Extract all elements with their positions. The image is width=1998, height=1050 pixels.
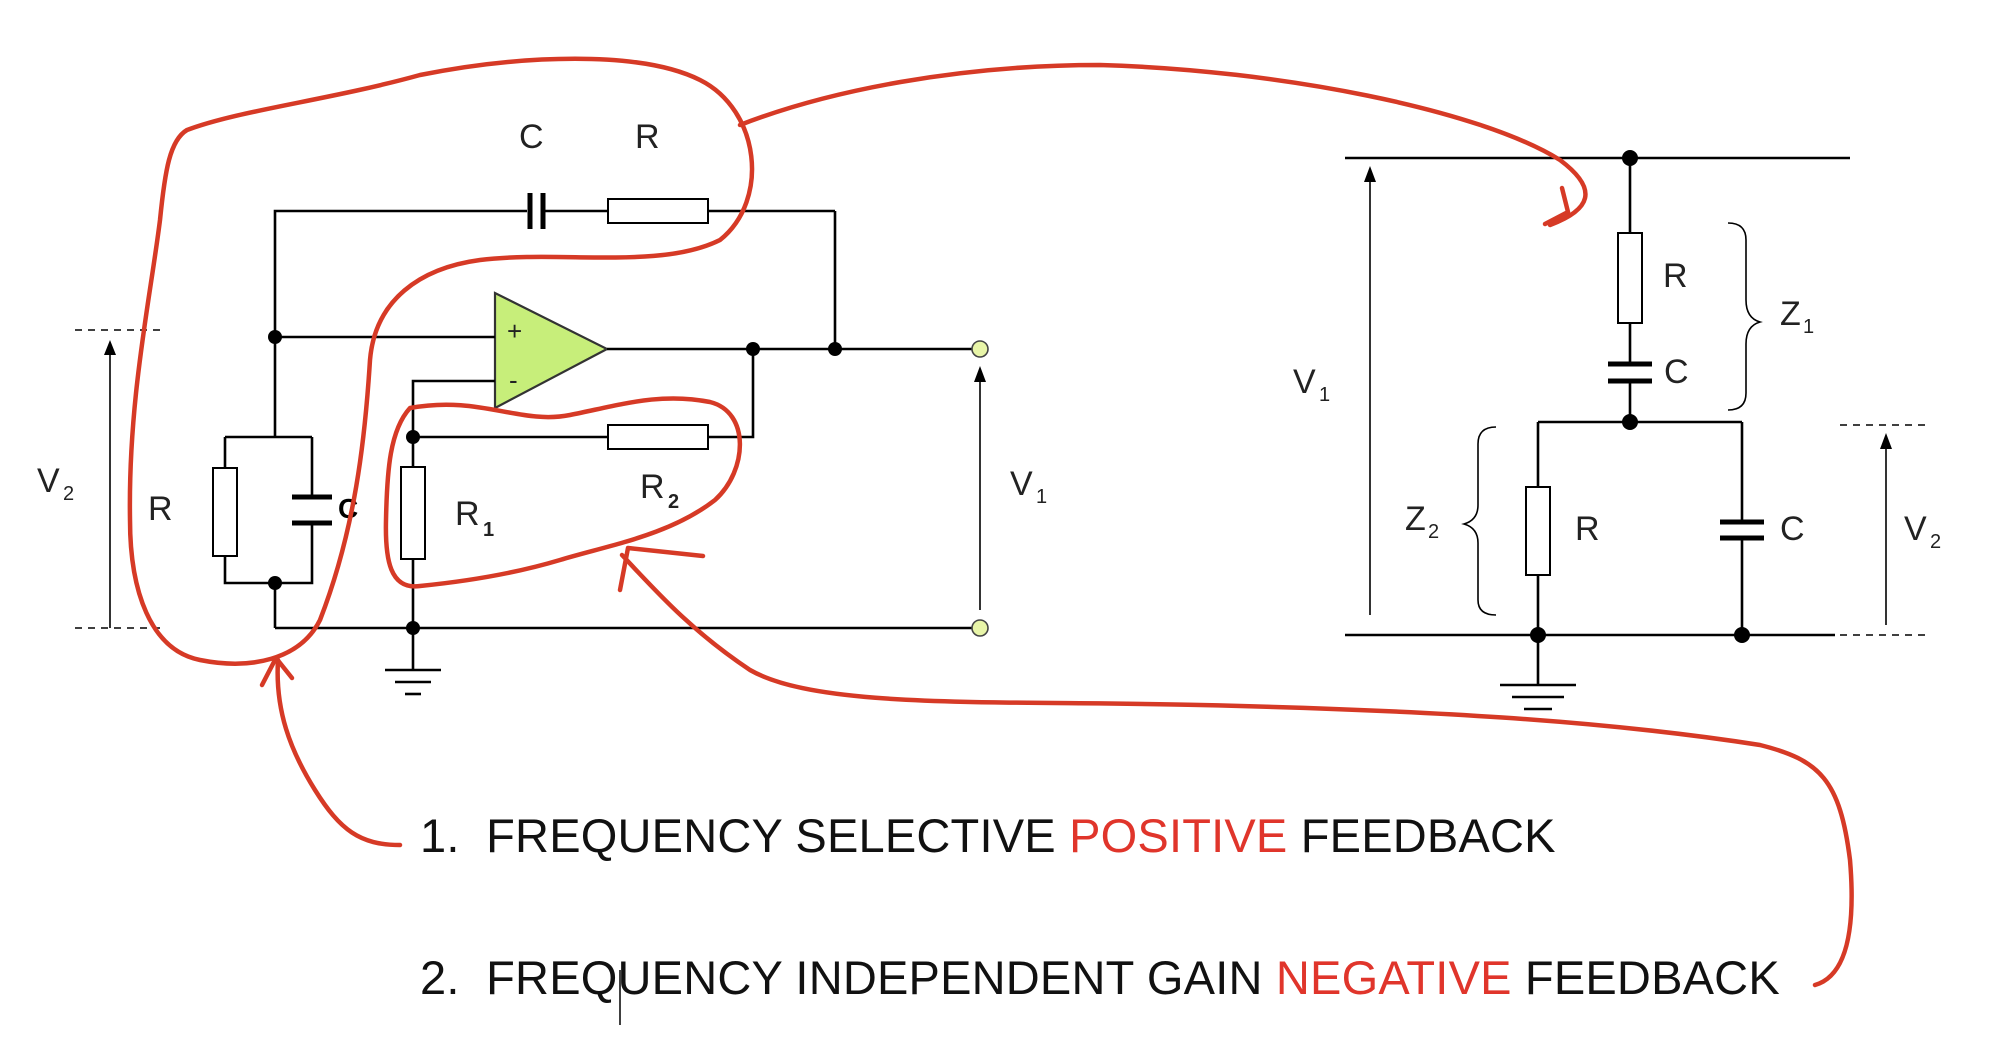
arrow-to-rc-network: [737, 62, 1588, 228]
output-terminal-bottom: [971, 619, 989, 637]
note-positive-feedback: 1. FREQUENCY SELECTIVE POSITIVE FEEDBACK: [420, 808, 1556, 863]
z2-brace: [1461, 426, 1497, 616]
note-1-text-before: FREQUENCY SELECTIVE: [486, 809, 1070, 862]
v1-label-subscript: 1: [1036, 486, 1047, 508]
resistor-r1: [400, 466, 426, 560]
wire-shunt-bottom-left: [223, 556, 275, 585]
series-capacitor-right-label: C: [1664, 353, 1689, 391]
z2-label: Z: [1405, 500, 1426, 538]
v1-right-label-subscript: 1: [1319, 384, 1330, 406]
note-1-number: 1.: [420, 809, 460, 862]
r1-label: R: [455, 495, 480, 533]
top-resistor-label: R: [635, 118, 660, 156]
shunt-resistor-label: R: [148, 490, 173, 528]
junction-dot: [1622, 150, 1638, 166]
series-resistor-right-label: R: [1663, 257, 1688, 295]
note-2-text-after: FEEDBACK: [1511, 951, 1780, 1004]
arrow-from-note-2: [619, 552, 1854, 988]
shunt-resistor: [212, 467, 238, 557]
z1-brace: [1727, 222, 1763, 411]
op-amp: [493, 291, 610, 410]
shunt-resistor-right: [1525, 486, 1551, 576]
wire-cap-bottom: [275, 525, 314, 585]
wire-inverting-input: [411, 379, 495, 437]
series-resistor: [607, 198, 709, 224]
v1-arrow-head: [974, 366, 986, 382]
positive-feedback-loop: [127, 56, 755, 666]
op-amp-minus-sign: -: [509, 365, 518, 395]
handwritten-annotations: [127, 56, 1854, 988]
top-capacitor-label: C: [519, 118, 544, 156]
z1-label-subscript: 1: [1803, 316, 1814, 338]
junction-dot: [828, 342, 842, 356]
arrow-from-note-1: [275, 657, 403, 848]
note-negative-feedback: 2. FREQUENCY INDEPENDENT GAIN NEGATIVE F…: [420, 950, 1780, 1005]
v2-label-subscript: 2: [63, 483, 74, 505]
v2-arrow-head: [104, 340, 116, 355]
note-2-number: 2.: [420, 951, 460, 1004]
arrow-from-note-2-head: [617, 545, 706, 593]
negative-feedback-loop: [383, 396, 743, 589]
junction-dot: [1622, 414, 1638, 430]
wien-bridge-circuit: + - C: [37, 118, 1047, 696]
z1-label: Z: [1780, 295, 1801, 333]
junction-dot: [1530, 627, 1546, 643]
r2-label-subscript: 2: [668, 491, 679, 513]
note-1-text-after: FEEDBACK: [1287, 809, 1556, 862]
shunt-capacitor-right-label: C: [1780, 510, 1805, 548]
wire-r2-right: [708, 349, 755, 439]
v2-right-label-subscript: 2: [1930, 531, 1941, 553]
rc-network-circuit: V 1 R C Z 1 Z 2 R C V 2: [1293, 150, 1941, 711]
note-1-highlight: POSITIVE: [1069, 809, 1288, 862]
junction-dot: [406, 430, 420, 444]
arrow-from-note-1-head: [259, 655, 295, 688]
junction-dot: [268, 576, 282, 590]
series-resistor-right: [1617, 232, 1643, 324]
arrow-to-rc-network-head: [1542, 185, 1571, 227]
v2-label: V: [37, 462, 60, 500]
junction-dot: [406, 621, 420, 635]
r1-label-subscript: 1: [483, 519, 494, 541]
v1-label: V: [1010, 465, 1033, 503]
note-2-highlight: NEGATIVE: [1275, 951, 1512, 1004]
resistor-r2: [607, 424, 709, 450]
wire-feedback-top: [273, 209, 527, 337]
z2-label-subscript: 2: [1428, 521, 1439, 543]
junction-dot: [268, 330, 282, 344]
v1-right-arrow-head: [1364, 166, 1376, 182]
junction-dot: [746, 342, 760, 356]
v1-right-label: V: [1293, 363, 1316, 401]
v2-right-label: V: [1904, 510, 1927, 548]
shunt-resistor-right-label: R: [1575, 510, 1600, 548]
r2-label: R: [640, 468, 665, 506]
note-2-text-before: FREQUENCY INDEPENDENT GAIN: [486, 951, 1276, 1004]
v2-right-arrow-head: [1880, 433, 1892, 449]
op-amp-plus-sign: +: [507, 316, 522, 346]
output-terminal-top: [971, 340, 989, 358]
junction-dot: [1734, 627, 1750, 643]
